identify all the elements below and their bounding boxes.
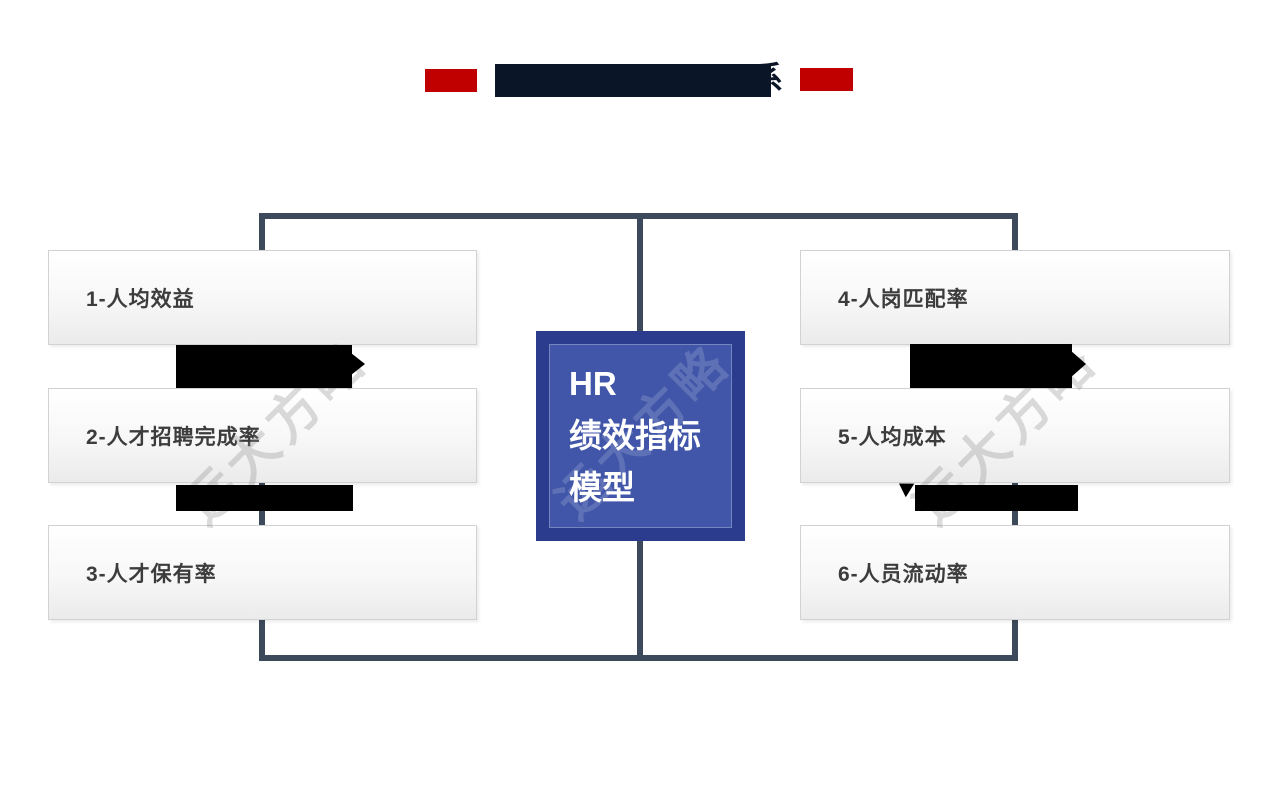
arrow-right-icon xyxy=(351,353,365,375)
metric-label-3: 3-人才保有率 xyxy=(86,562,217,586)
metric-box-3: 3-人才保有率 xyxy=(48,525,477,620)
metric-label-2: 2-人才招聘完成率 xyxy=(86,425,261,449)
metric-box-4: 4-人岗匹配率 xyxy=(800,250,1230,345)
arrow-right-icon xyxy=(1070,350,1086,378)
hr-model-box: 远大方略 HR 绩效指标 模型 xyxy=(536,331,745,541)
redaction-bar-right-top xyxy=(910,344,1072,388)
metric-label-1: 1-人均效益 xyxy=(86,287,195,311)
metric-label-5: 5-人均成本 xyxy=(838,425,947,449)
hr-model-title: HR 绩效指标 模型 xyxy=(569,358,701,514)
title-accent-bar-right xyxy=(800,68,853,91)
redaction-bar-left-bottom xyxy=(176,485,353,511)
redaction-bar-right-bottom xyxy=(915,485,1078,511)
redaction-bar-left-top xyxy=(176,345,352,388)
metric-box-6: 6-人员流动率 xyxy=(800,525,1230,620)
metric-box-2: 2-人才招聘完成率 xyxy=(48,388,477,483)
hr-model-title-line-3: 模型 xyxy=(569,469,635,506)
hr-model-title-line-2: 绩效指标 xyxy=(569,417,701,454)
metric-label-6: 6-人员流动率 xyxy=(838,562,969,586)
hr-model-box-inner-panel xyxy=(549,344,732,528)
metric-box-5: 5-人均成本 xyxy=(800,388,1230,483)
metric-box-1: 1-人均效益 xyxy=(48,250,477,345)
title-accent-bar-left xyxy=(425,69,477,92)
title-visible-suffix: 系 xyxy=(751,60,784,96)
title-redaction-box xyxy=(495,64,771,97)
hr-model-title-line-1: HR xyxy=(569,365,617,402)
metric-label-4: 4-人岗匹配率 xyxy=(838,287,969,311)
